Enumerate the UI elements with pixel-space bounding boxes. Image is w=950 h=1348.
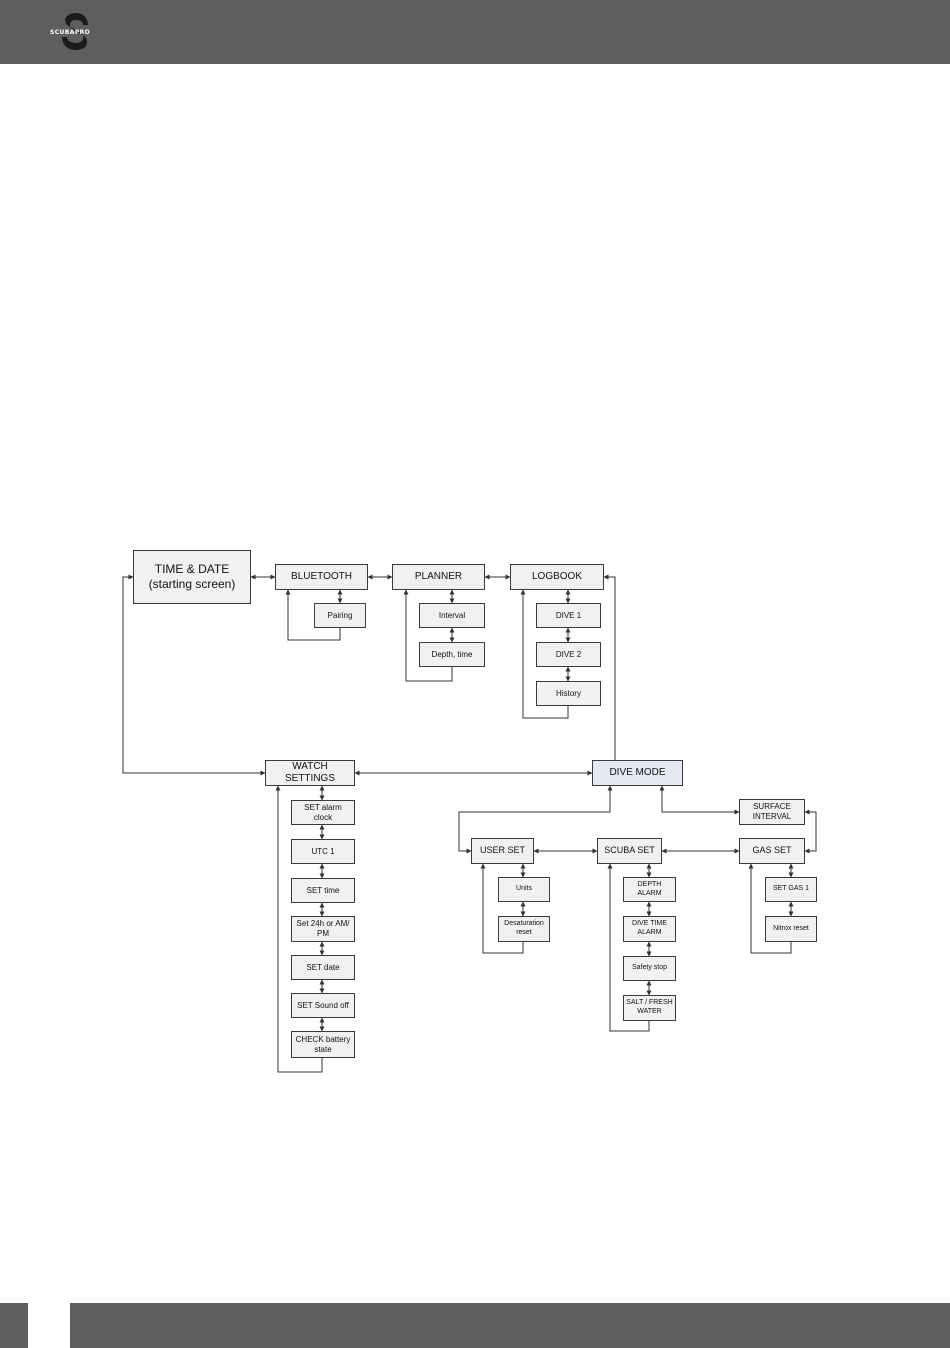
safety-stop-node: Safety stop	[623, 956, 676, 981]
salt-fresh-water-node: SALT / FRESH WATER	[623, 995, 676, 1021]
interval-node: Interval	[419, 603, 485, 628]
check-battery-node: CHECK battery state	[291, 1031, 355, 1058]
time-date-node: TIME & DATE (starting screen)	[133, 550, 251, 604]
dive-mode-node: DIVE MODE	[592, 760, 683, 786]
set-time-node: SET time	[291, 878, 355, 903]
scuba-set-node: SCUBA SET	[597, 838, 662, 864]
footer-bar	[0, 1303, 950, 1348]
set-sound-off-node: SET Sound off	[291, 993, 355, 1018]
set-24h-node: Set 24h or AM/ PM	[291, 916, 355, 942]
dive2-node: DIVE 2	[536, 642, 601, 667]
watch-settings-node: WATCH SETTINGS	[265, 760, 355, 786]
surface-interval-node: SURFACE INTERVAL	[739, 799, 805, 825]
planner-node: PLANNER	[392, 564, 485, 590]
set-gas1-node: SET GAS 1	[765, 877, 817, 902]
nitrox-reset-node: Nitrox reset	[765, 916, 817, 942]
bluetooth-node: BLUETOOTH	[275, 564, 368, 590]
desaturation-reset-node: Desaturation reset	[498, 916, 550, 942]
menu-flow-connectors	[122, 574, 817, 1073]
brand-wordmark: SCUBAPRO	[50, 29, 91, 36]
dive-time-alarm-node: DIVE TIME ALARM	[623, 916, 676, 942]
logbook-node: LOGBOOK	[510, 564, 604, 590]
user-set-node: USER SET	[471, 838, 534, 864]
page-number-tab	[28, 1303, 70, 1348]
units-node: Units	[498, 877, 550, 902]
gas-set-node: GAS SET	[739, 838, 805, 864]
scubapro-logo: SCUBAPRO	[48, 10, 108, 54]
set-alarm-clock-node: SET alarm clock	[291, 800, 355, 825]
depth-time-node: Depth, time	[419, 642, 485, 667]
depth-alarm-node: DEPTH ALARM	[623, 877, 676, 902]
dive1-node: DIVE 1	[536, 603, 601, 628]
history-node: History	[536, 681, 601, 706]
header-bar: SCUBAPRO	[0, 0, 950, 64]
pairing-node: Pairing	[314, 603, 366, 628]
utc1-node: UTC 1	[291, 839, 355, 864]
set-date-node: SET date	[291, 955, 355, 980]
scubapro-s-mark-icon	[62, 13, 88, 50]
